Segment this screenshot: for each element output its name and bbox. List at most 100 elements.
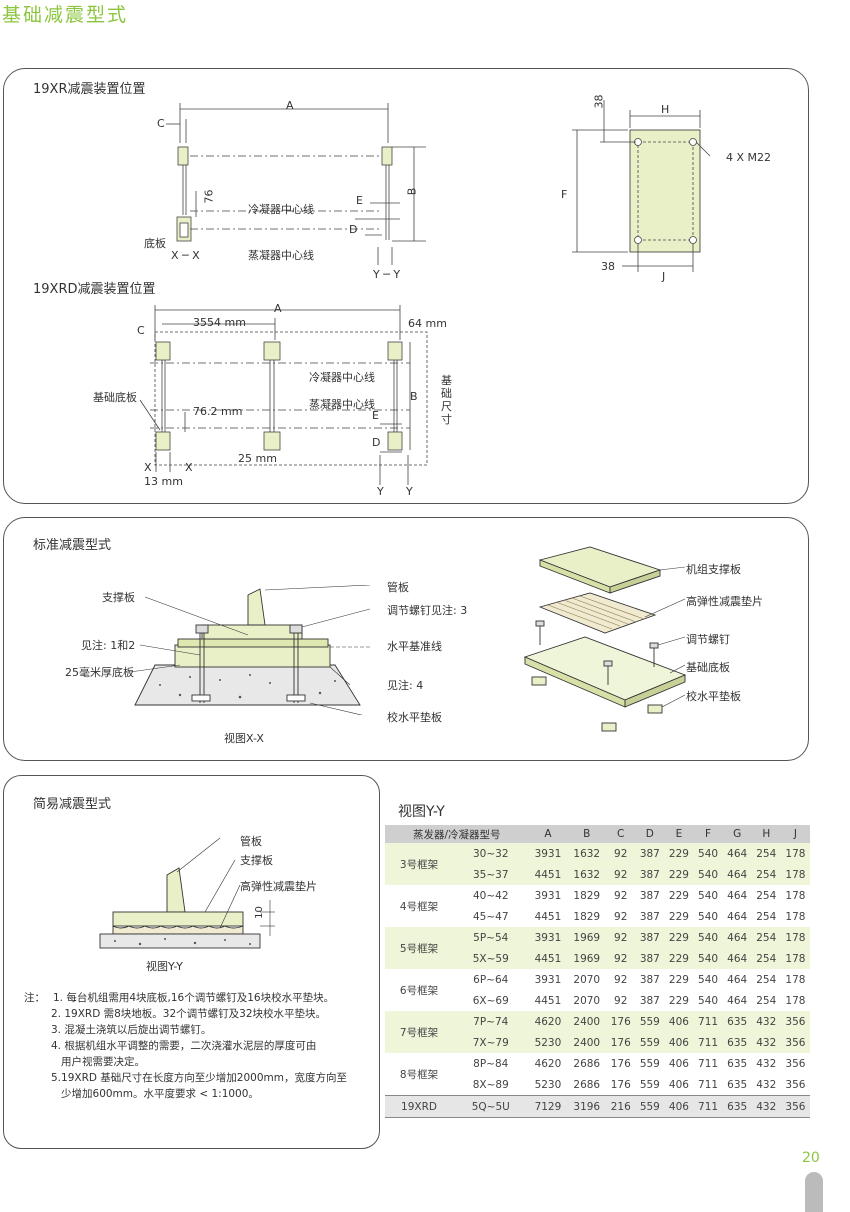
- table-cell: 635: [722, 1032, 752, 1053]
- table-cell: 387: [639, 889, 660, 902]
- table-cell: 356: [780, 1032, 810, 1053]
- table-cell: 540: [698, 910, 719, 923]
- table-cell: 432: [751, 1032, 781, 1053]
- xrd-dim-d: D: [372, 436, 381, 449]
- table-cell: 387: [639, 910, 660, 923]
- std-base-25mm: 25毫米厚底板: [65, 666, 134, 679]
- table-cell: 464: [722, 864, 752, 885]
- table-cell: 3931: [534, 973, 562, 986]
- table-cell: 559: [635, 1095, 665, 1118]
- table-cell: 5X~59: [453, 948, 529, 969]
- plate-dim-h: H: [661, 103, 670, 116]
- simple-high-elastic-pad: 高弹性减震垫片: [240, 880, 317, 893]
- table-cell: 559: [635, 1011, 665, 1032]
- table-cell: 176: [610, 1057, 631, 1070]
- table-header: H: [751, 825, 781, 843]
- table-cell: 35~37: [453, 864, 529, 885]
- xr-section-xx: X ─ X: [171, 249, 200, 262]
- exp-level-pad: 校水平垫板: [686, 690, 741, 703]
- table-cell: 1969: [567, 927, 607, 948]
- table-cell: 711: [698, 1057, 719, 1070]
- table-cell: 540: [693, 864, 723, 885]
- plate-drawing: [572, 100, 711, 272]
- table-cell: 432: [756, 1057, 777, 1070]
- table-cell: 254: [751, 864, 781, 885]
- note-5-cont: 少增加600mm。水平度要求 < 1:1000。: [51, 1088, 259, 1100]
- table-cell: 464: [727, 889, 748, 902]
- notes: 注：1. 每台机组需用4块底板,16个调节螺钉及16块校水平垫块。 2. 19X…: [24, 990, 347, 1102]
- table-cell: 387: [639, 973, 660, 986]
- table-cell: 2686: [573, 1078, 601, 1091]
- table-header: E: [664, 825, 694, 843]
- table-cell: 254: [756, 910, 777, 923]
- table-cell: 387: [635, 843, 665, 864]
- table-cell: 464: [722, 927, 752, 948]
- xrd-evaporator-centerline: 蒸凝器中心线: [309, 398, 375, 411]
- table-cell: 254: [751, 843, 781, 864]
- xr-dim-e: E: [356, 194, 363, 207]
- table-cell: 40~42: [472, 889, 509, 902]
- table-cell: 1632: [567, 864, 607, 885]
- table-header: J: [780, 825, 810, 843]
- table-cell: 635: [722, 1011, 752, 1032]
- table-cell: 464: [722, 843, 752, 864]
- table-cell: 387: [635, 864, 665, 885]
- xrd-dim-13: 13 mm: [144, 475, 183, 488]
- note-4: 4. 根据机组水平调整的需要，二次浇灌水泥层的厚度可由: [51, 1040, 317, 1052]
- title-simple: 简易减震型式: [33, 797, 112, 812]
- panel-simple-isolation: [3, 775, 380, 1149]
- xr-condenser-centerline: 冷凝器中心线: [248, 203, 314, 216]
- table-cell: 406: [668, 1078, 689, 1091]
- note-1: 1. 每台机组需用4块底板,16个调节螺钉及16块校水平垫块。: [53, 992, 335, 1004]
- page-number: 20: [802, 1150, 820, 1166]
- std-level-pad: 校水平垫板: [387, 711, 442, 724]
- table-cell: 45~47: [472, 910, 509, 923]
- note-3: 3. 混凝土浇筑以后旋出调节螺钉。: [51, 1024, 212, 1036]
- xrd-dim-a: A: [274, 302, 282, 315]
- table-cell: 432: [751, 1011, 781, 1032]
- table-header: C: [606, 825, 636, 843]
- table-cell: 92: [614, 994, 628, 1007]
- table-header: G: [722, 825, 752, 843]
- table-frame-cell: 6号框架: [399, 984, 439, 997]
- table-cell: 178: [785, 973, 806, 986]
- table-cell: 559: [639, 1057, 660, 1070]
- page-title: 基础减震型式: [2, 4, 129, 26]
- xr-dim-76: 76: [202, 189, 216, 204]
- table-frame-cell: 5号框架: [385, 927, 453, 969]
- table-cell: 2686: [573, 1057, 601, 1070]
- table-cell: 92: [614, 889, 628, 902]
- table-cell: 406: [664, 1032, 694, 1053]
- table-cell: 5P~54: [453, 927, 529, 948]
- table-cell: 356: [780, 1011, 810, 1032]
- table-header: 蒸发器/冷凝器型号: [385, 825, 529, 843]
- xr-drawing: [166, 103, 426, 265]
- table-header-row: 蒸发器/冷凝器型号 A B C D E F G H J: [385, 825, 810, 843]
- table-cell: 464: [722, 948, 752, 969]
- std-tube-sheet: 管板: [387, 581, 409, 594]
- table-cell: 3931: [528, 927, 568, 948]
- table-cell: 2070: [573, 973, 601, 986]
- plate-dim-38-left: 38: [601, 260, 615, 273]
- table-header: B: [567, 825, 607, 843]
- title-19xrd: 19XRD减震装置位置: [33, 282, 156, 297]
- table-cell: 356: [780, 1095, 810, 1118]
- table-cell: 540: [693, 927, 723, 948]
- table-cell: 216: [606, 1095, 636, 1118]
- table-cell: 8X~89: [472, 1078, 509, 1091]
- table-cell: 387: [639, 994, 660, 1007]
- table-cell: 254: [751, 927, 781, 948]
- xrd-dim-e: E: [372, 409, 379, 422]
- simple-view-yy: 视图Y-Y: [146, 960, 183, 973]
- table-cell: 432: [756, 1078, 777, 1091]
- table-cell: 356: [785, 1057, 806, 1070]
- table-cell: 254: [756, 994, 777, 1007]
- table-cell: 4451: [528, 948, 568, 969]
- plate-bolt-spec: 4 X M22: [726, 151, 772, 164]
- table-cell: 635: [722, 1095, 752, 1118]
- table-cell: 635: [727, 1057, 748, 1070]
- table-cell: 540: [698, 889, 719, 902]
